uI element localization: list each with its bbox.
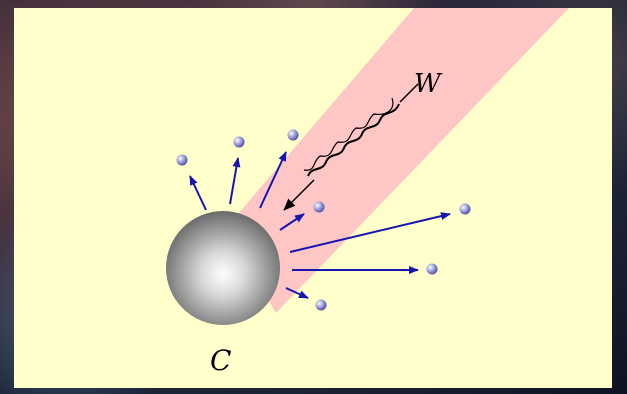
particle-6 [426, 263, 438, 275]
particle-1 [176, 154, 188, 166]
particle-7 [315, 299, 327, 311]
emission-arrow-7 [285, 287, 309, 299]
diagram-svg: W C [166, 8, 569, 377]
particle-2 [233, 136, 245, 148]
wave-photon [307, 103, 400, 177]
body-label: C [210, 344, 231, 377]
emission-arrow-1 [189, 175, 207, 211]
wave-photon-envelope [303, 97, 394, 171]
wave-label: W [414, 69, 443, 99]
emission-arrow-4 [279, 213, 305, 231]
emission-arrow-2 [229, 157, 241, 205]
wave-tail [399, 83, 419, 103]
diagram-panel: W C [14, 8, 612, 388]
particle-5 [459, 203, 471, 215]
wave-arrow [283, 179, 315, 211]
emission-arrow-3 [259, 151, 287, 209]
body-sphere [166, 211, 280, 325]
emission-arrow-5 [289, 212, 451, 253]
radiation-beam [226, 8, 569, 313]
particle-3 [287, 129, 299, 141]
particle-4 [313, 201, 325, 213]
